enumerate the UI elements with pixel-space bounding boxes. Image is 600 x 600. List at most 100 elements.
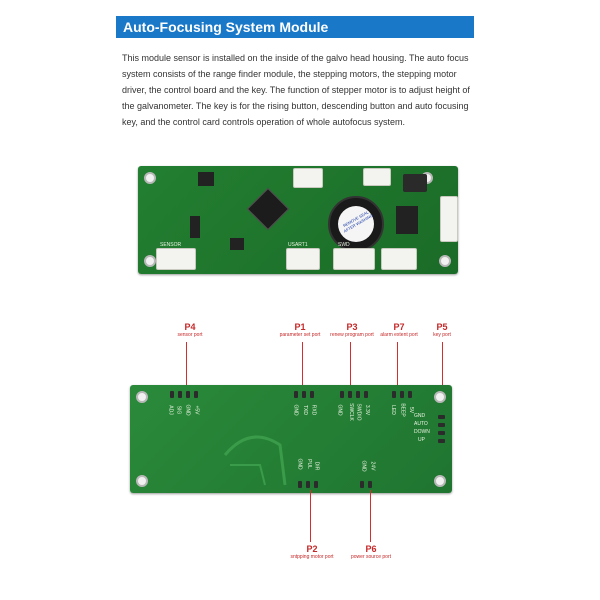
port-id: P2 [306, 544, 318, 554]
alarm-connector [381, 248, 417, 270]
silk-p5-pin: DOWN [414, 429, 430, 435]
p4-pin [186, 391, 190, 398]
pcb-traces [223, 435, 287, 486]
port-desc: sensor port [177, 332, 203, 338]
silk-p4-pin: +5V [193, 405, 200, 415]
description-paragraph: This module sensor is installed on the i… [122, 53, 470, 127]
p3-pin [340, 391, 344, 398]
p7-pin [408, 391, 412, 398]
small-chip [230, 238, 244, 250]
leader-line-p3 [350, 342, 351, 386]
p6-pin [360, 481, 364, 488]
front-board-photo: REMOVE SEAL AFTER WASHING SENSOR USART1 … [130, 160, 470, 280]
driver-chips [396, 206, 418, 234]
p3-pin [348, 391, 352, 398]
p5-pin [438, 431, 445, 435]
silk-p7-pin: BEEP [399, 403, 406, 417]
port-label-p4: P4 sensor port [170, 322, 210, 338]
p5-pin [438, 415, 445, 419]
p3-pin [356, 391, 360, 398]
buzzer-seal [338, 206, 374, 242]
p7-pin [392, 391, 396, 398]
port-desc: parameter set port [279, 332, 321, 338]
silk-p1-pin: GND [292, 404, 299, 416]
small-chip [198, 172, 214, 186]
port-label-p7: P7 alarm extent port [378, 322, 420, 338]
back-pcb: +5V GND SIG ADJ RXD TXD GND 3.3V SWDIO S… [130, 385, 452, 493]
top-connector [363, 168, 391, 186]
silk-p2-pin: PUL [305, 459, 312, 469]
sensor-connector [156, 248, 196, 270]
port-desc: sntpping motor port [290, 554, 334, 560]
p3-pin [364, 391, 368, 398]
p4-pin [194, 391, 198, 398]
buzzer: REMOVE SEAL AFTER WASHING [328, 196, 384, 252]
p2-pin [306, 481, 310, 488]
port-desc: power source port [350, 554, 392, 560]
mount-hole [136, 391, 148, 403]
silk-p7-pin: LED [389, 405, 396, 415]
leader-line-p1 [302, 342, 303, 386]
port-desc: alarm extent port [380, 332, 418, 338]
p4-pin [170, 391, 174, 398]
silk-p3-pin: SWCLK [347, 403, 354, 421]
port-desc: key port [433, 332, 451, 338]
silk-p4-pin: SIG [175, 405, 182, 415]
port-id: P1 [294, 322, 306, 332]
leader-line-p6 [370, 490, 371, 542]
p6-pin [368, 481, 372, 488]
p5-pin [438, 423, 445, 427]
silk-p2-pin: DIR [313, 461, 320, 471]
silk-p4-pin: ADJ [167, 405, 174, 415]
silk-p5-pin: UP [418, 437, 425, 443]
port-label-p3: P3 renew program port [323, 322, 381, 338]
port-label-p2: P2 sntpping motor port [284, 544, 340, 560]
silk-p1-pin: TXD [302, 405, 308, 415]
silk-p3-pin: 3.3V [364, 404, 371, 416]
silk-p5-pin: AUTO [414, 421, 428, 427]
usart-connector [286, 248, 320, 270]
silk-p2-pin: GND [296, 458, 303, 470]
section-title: Auto-Focusing System Module [116, 16, 474, 38]
leader-line-p5 [442, 342, 443, 386]
port-id: P3 [346, 322, 358, 332]
swd-connector [333, 248, 375, 270]
mount-hole [434, 391, 446, 403]
mount-hole [144, 255, 156, 267]
mount-hole [144, 172, 156, 184]
p7-pin [400, 391, 404, 398]
silk-swd: SWD [338, 242, 350, 248]
silk-p5-pin: GND [414, 413, 426, 419]
front-pcb: REMOVE SEAL AFTER WASHING SENSOR USART1 … [138, 166, 458, 274]
microcontroller-chip [246, 187, 290, 231]
port-label-p6: P6 power source port [343, 544, 399, 560]
silk-p6-pin: 24V [369, 461, 376, 471]
p1-pin [294, 391, 298, 398]
leader-line-p4 [186, 342, 187, 392]
silk-usart: USART1 [288, 242, 308, 248]
small-chip [190, 216, 200, 238]
silk-p3-pin: GND [336, 404, 343, 416]
port-label-p5: P5 key port [428, 322, 456, 338]
mount-hole [434, 475, 446, 487]
silk-p1-pin: RXD [310, 404, 317, 416]
silk-sensor: SENSOR [160, 242, 182, 248]
port-id: P4 [184, 322, 196, 332]
p2-pin [298, 481, 302, 488]
leader-line-p2 [310, 490, 311, 542]
p5-pin [438, 439, 445, 443]
p1-pin [310, 391, 314, 398]
p4-pin [178, 391, 182, 398]
motor-connector [293, 168, 323, 188]
leader-line-p7 [397, 342, 398, 386]
p2-pin [314, 481, 318, 488]
port-id: P7 [393, 322, 405, 332]
port-desc: renew program port [330, 332, 374, 338]
silk-p3-pin: SWDIO [355, 403, 362, 421]
mount-hole [136, 475, 148, 487]
silk-p6-pin: GND [360, 460, 367, 472]
port-id: P6 [365, 544, 377, 554]
port-label-p1: P1 parameter set port [272, 322, 328, 338]
silk-p4-pin: GND [184, 404, 191, 416]
port-id: P5 [436, 322, 448, 332]
